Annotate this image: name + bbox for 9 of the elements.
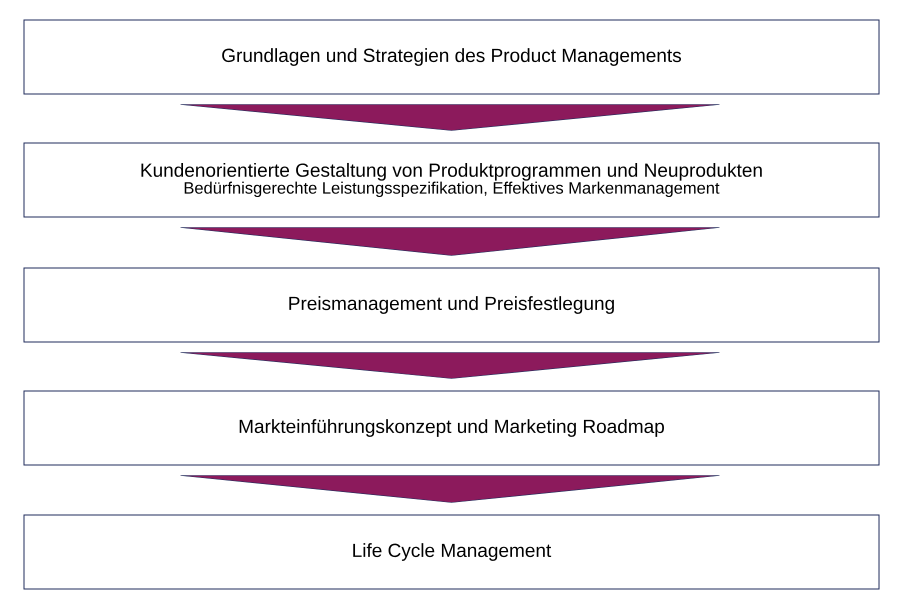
arrow (180, 104, 720, 131)
process-box: Kundenorientierte Gestaltung von Produktprogrammen und Neuprodukten Bedürfnisgerechte Leistungsspezifikation, Effektives Markenmanagement (24, 142, 880, 218)
process-box: Life Cycle Management (24, 514, 880, 590)
arrow (180, 352, 720, 379)
arrow (180, 227, 720, 256)
process-box: Preismanagement und Preisfestlegung (24, 268, 880, 342)
process-box: Markteinführungskonzept und Marketing Roadmap (24, 390, 880, 466)
arrow (180, 475, 720, 503)
process-box: Grundlagen und Strategien des Product Managements (24, 20, 880, 94)
